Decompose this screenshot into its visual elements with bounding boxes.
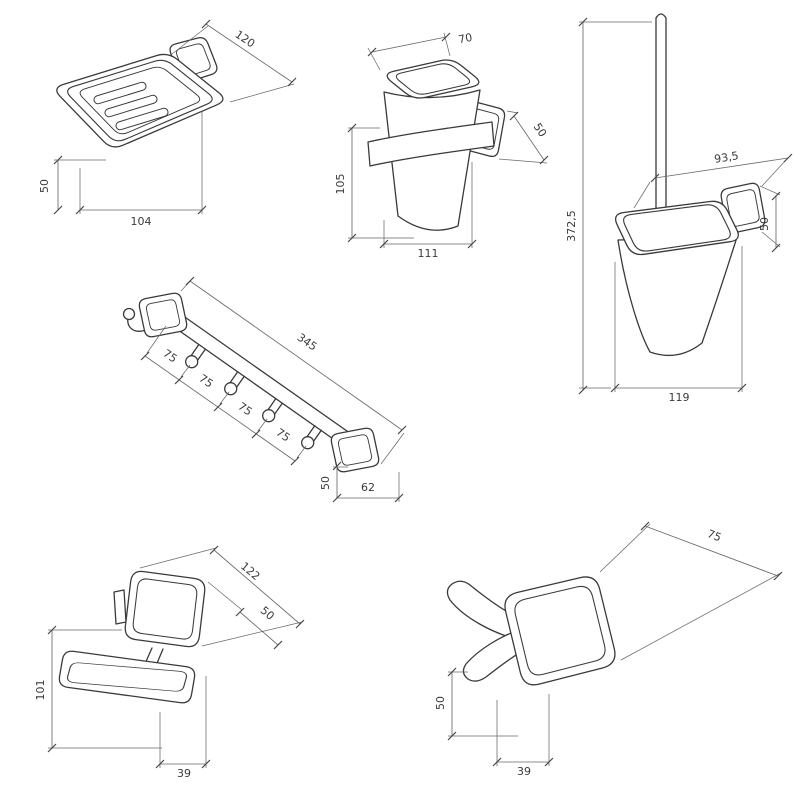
dimension-label: 345	[295, 331, 320, 354]
soap-dish-drawing: 120 50 104	[38, 19, 297, 228]
hook-rail-end-knob	[122, 307, 136, 321]
dimension-label: 50	[531, 121, 550, 140]
robe-hook-upper-prong	[446, 580, 525, 641]
dimension-label: 75	[705, 527, 723, 544]
dimension-label: 50	[758, 217, 771, 231]
dimension-label: 93,5	[713, 149, 739, 166]
extension-lines	[448, 523, 782, 766]
extension-lines	[54, 25, 295, 214]
dimension-label: 104	[131, 215, 152, 228]
dimension-ticks	[578, 17, 793, 395]
hook-rail-drawing: 345 75 75 75 75 50 62	[122, 276, 407, 503]
dimension-label: 70	[457, 31, 473, 46]
tumbler-holder-drawing: 70 50 105 111	[334, 31, 549, 260]
dimension-label: 75	[161, 347, 180, 366]
hook-rail-right-plate-inner	[337, 434, 373, 466]
dimension-label: 75	[197, 372, 216, 391]
dimension-label: 101	[34, 680, 47, 701]
dimension-lines	[144, 280, 403, 499]
dimension-lines	[451, 525, 779, 763]
dimension-lines	[351, 36, 545, 245]
dimension-ticks	[140, 276, 407, 503]
dimension-label: 75	[274, 426, 293, 445]
dimension-label: 50	[319, 476, 332, 490]
dimension-label: 62	[361, 481, 375, 494]
hook-rail-bar	[163, 307, 365, 456]
dimension-lines	[57, 23, 293, 211]
dimension-label: 111	[418, 247, 439, 260]
dimension-label: 39	[517, 765, 531, 778]
extension-lines	[579, 21, 787, 392]
dimension-lines	[51, 549, 301, 765]
extension-lines	[348, 32, 548, 248]
dimension-label: 105	[334, 174, 347, 195]
robe-hook-lower-prong	[462, 627, 529, 682]
dimension-label: 50	[38, 179, 51, 193]
dimension-ticks	[347, 32, 549, 249]
dimension-ticks	[447, 521, 783, 767]
hook-rail-peg-knob	[262, 409, 276, 423]
soap-dish-drain-slot	[104, 94, 158, 118]
dimension-label: 119	[669, 391, 690, 404]
dimension-ticks	[53, 19, 297, 215]
paper-holder-drawing: 122 50 101 39	[34, 545, 305, 780]
dimension-label: 39	[177, 767, 191, 780]
dimension-lines	[582, 22, 789, 390]
toilet-brush-bowl-body	[617, 236, 738, 357]
extension-lines	[48, 547, 303, 768]
dimension-label: 122	[238, 560, 262, 583]
soap-dish-drain-slot	[93, 81, 147, 105]
hook-rail-peg-knob	[301, 436, 315, 450]
toilet-brush-drawing: 93,5 372,5 50 119	[565, 13, 793, 404]
hook-rail-left-plate-inner	[145, 299, 181, 331]
hook-rail-peg-knob	[224, 382, 238, 396]
dimension-label: 50	[258, 604, 277, 623]
dimension-ticks	[47, 545, 305, 769]
robe-hook-plate-inner	[514, 585, 606, 676]
toilet-brush-handle	[655, 13, 667, 211]
paper-holder-plate-inner	[132, 578, 198, 640]
tumbler-holder-collar	[367, 121, 495, 167]
hook-rail-peg-knob	[185, 355, 199, 369]
dimension-label: 75	[236, 400, 255, 419]
paper-holder-wall-tab	[113, 589, 127, 625]
dimension-label: 372,5	[565, 210, 578, 242]
robe-hook-drawing: 75 50 39	[434, 521, 783, 778]
hook-rail-pegs	[190, 344, 322, 443]
soap-dish-drain-slot	[115, 107, 169, 131]
dimension-label: 50	[434, 696, 447, 710]
dimension-label: 120	[233, 28, 258, 51]
